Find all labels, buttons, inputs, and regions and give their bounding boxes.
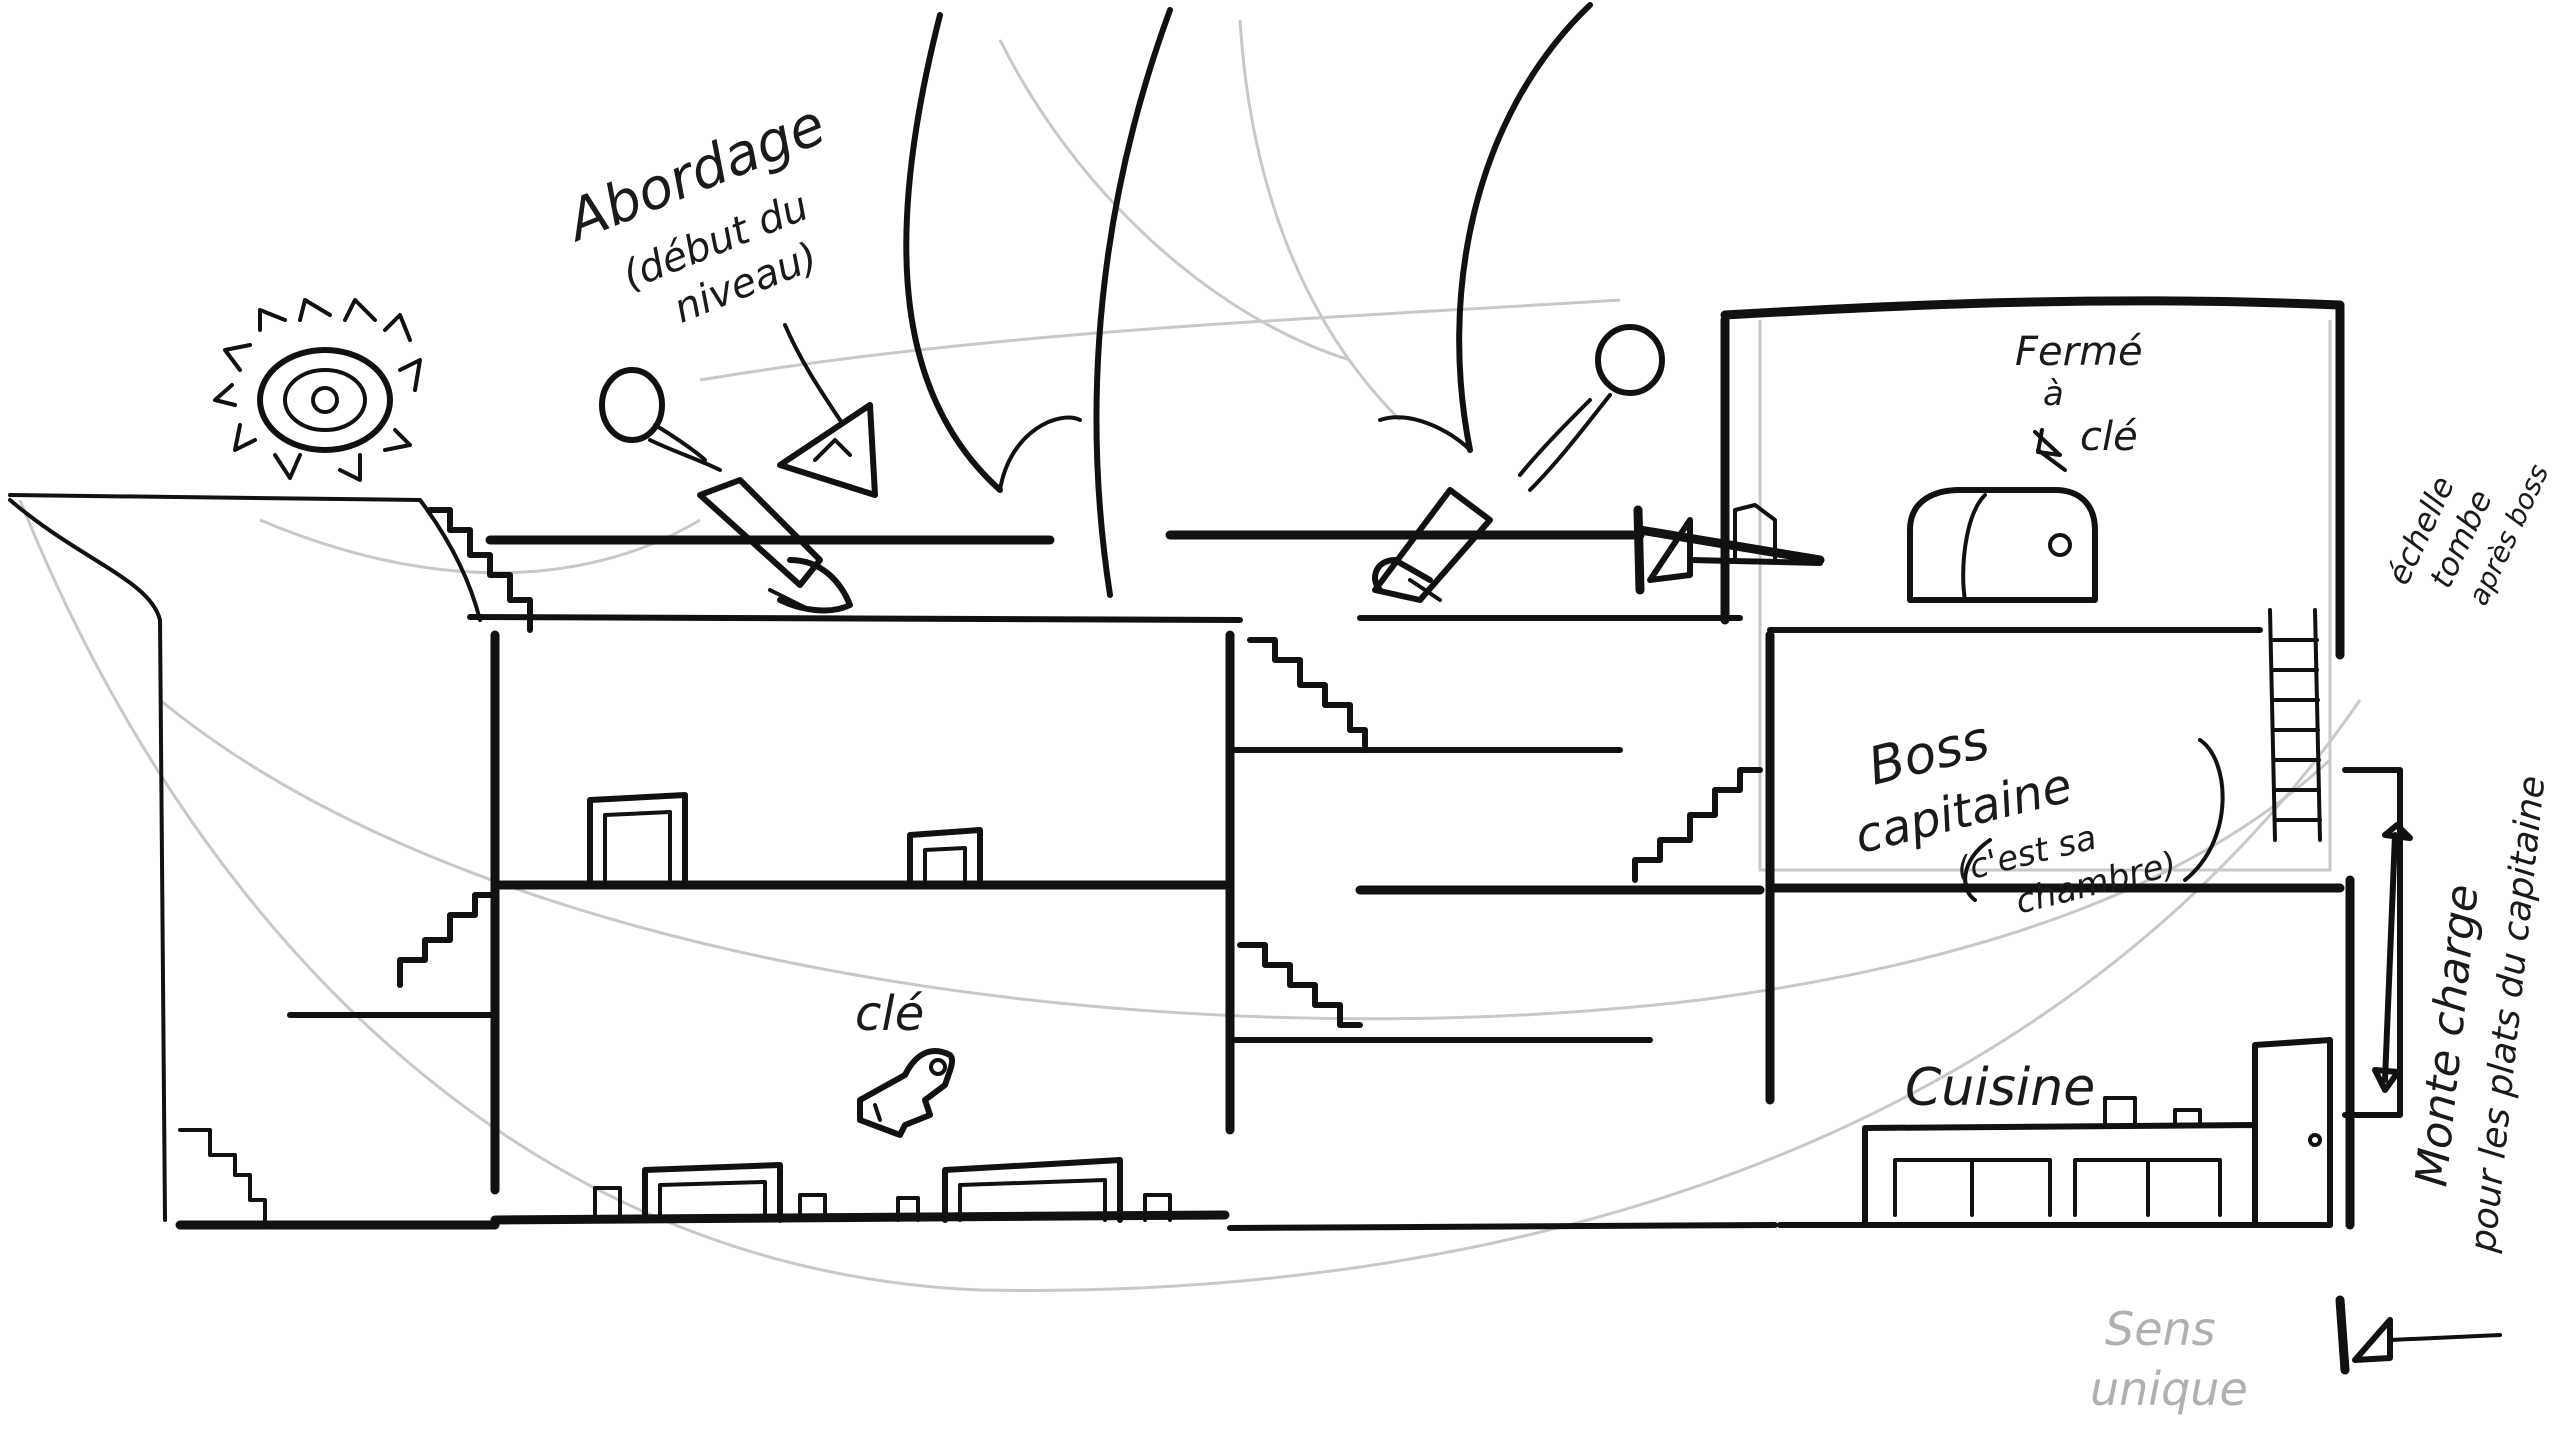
stairs [180, 640, 1760, 1225]
cannon-icon [1375, 327, 1662, 600]
lift [2345, 770, 2410, 1225]
label-key: clé [855, 986, 924, 1042]
sun-icon [215, 300, 420, 480]
arrow-icon [780, 325, 875, 495]
arrow-icon [2035, 430, 2065, 470]
label-locked: Fermé [2015, 329, 2143, 375]
label-kitchen: Cuisine [1905, 1058, 2095, 1118]
key-icon [860, 1051, 952, 1135]
cannon-icon [602, 370, 850, 610]
treasure-chest-icon [1910, 490, 2095, 600]
labels: Abordage (début du niveau) [556, 92, 876, 358]
one-way-gate-icon [2340, 1300, 2500, 1370]
label-one-way: unique [2090, 1362, 2248, 1416]
label-locked: à [2043, 374, 2064, 414]
label-lift: pour les plats du capitaine [2463, 774, 2554, 1255]
label-locked: clé [2080, 414, 2138, 460]
label-one-way: Sens [2105, 1302, 2216, 1356]
